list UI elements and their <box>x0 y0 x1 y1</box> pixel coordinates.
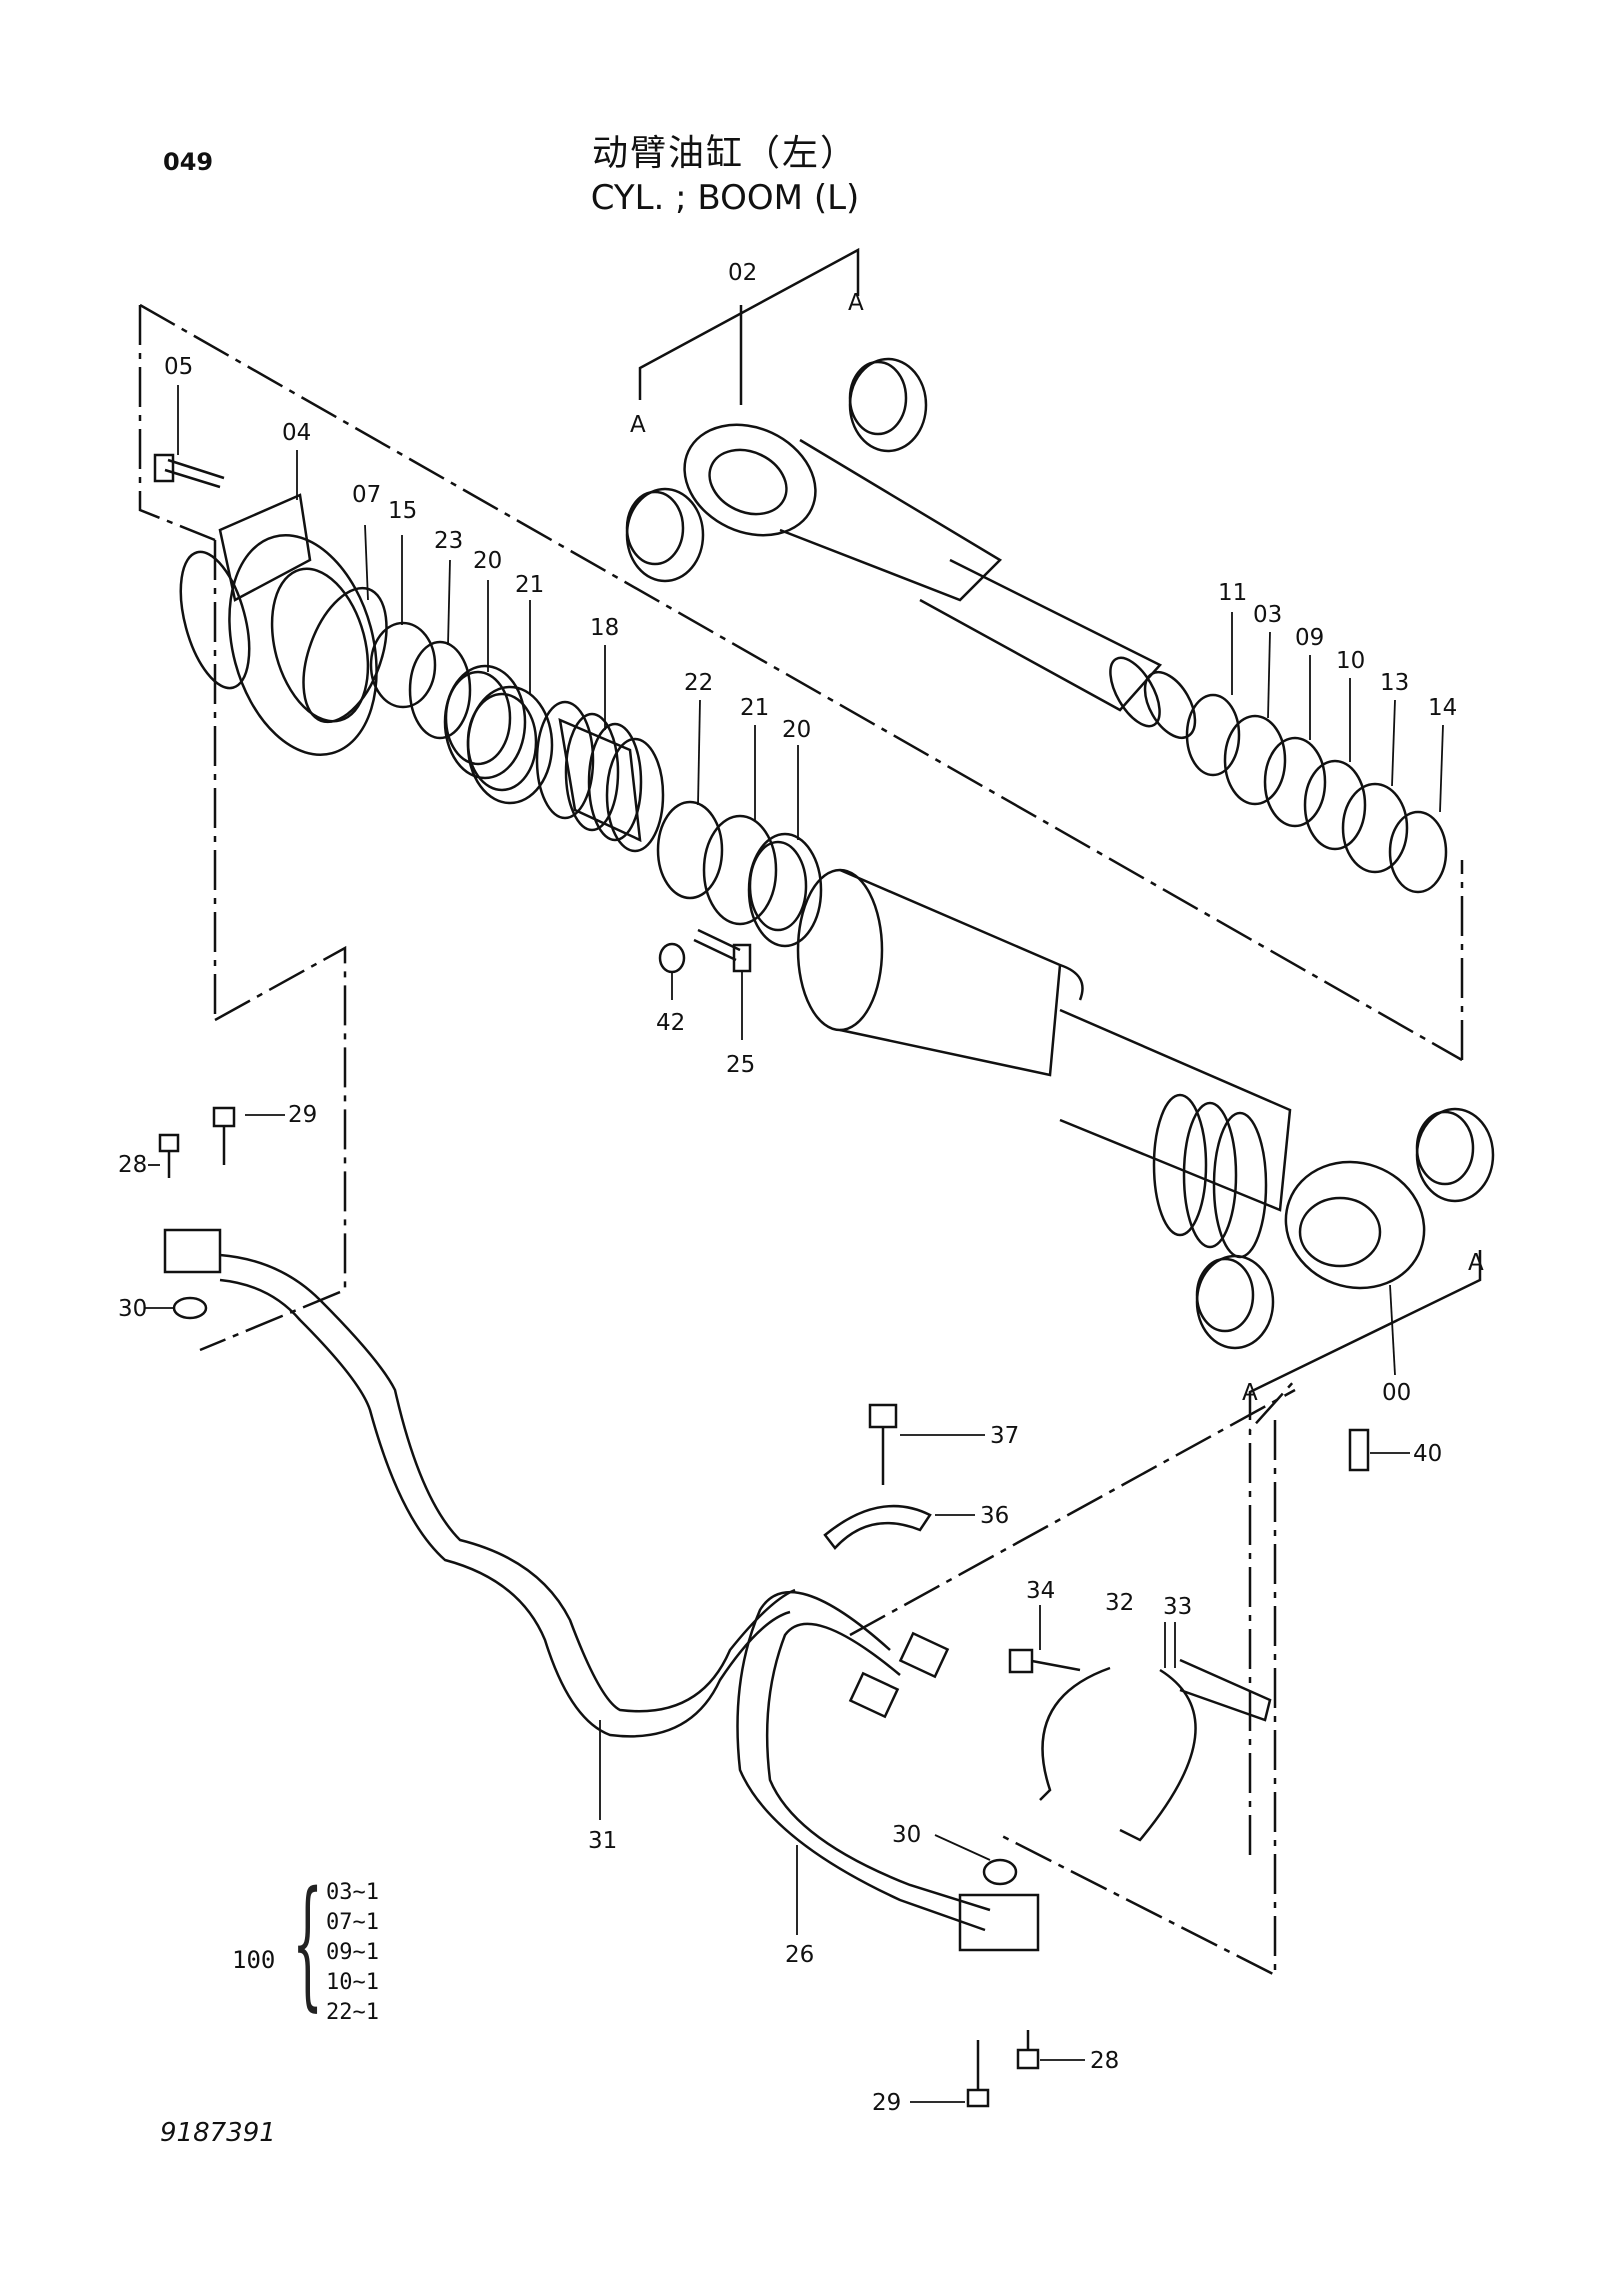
label-part-21b: 21 <box>740 695 769 721</box>
bushing-a-left <box>625 487 705 583</box>
label-ref-a-3: A <box>1468 1250 1484 1276</box>
ring-10 <box>1303 759 1367 851</box>
label-part-09: 09 <box>1295 625 1324 651</box>
o-ring-30-right <box>982 1858 1018 1886</box>
band-clamp-33 <box>1119 1668 1197 1842</box>
label-part-02: 02 <box>728 260 757 286</box>
label-ref-a-4: A <box>1242 1380 1258 1406</box>
label-part-21a: 21 <box>515 572 544 598</box>
label-part-31: 31 <box>588 1828 617 1854</box>
label-part-20b: 20 <box>782 717 811 743</box>
label-part-42: 42 <box>656 1010 685 1036</box>
bushing-15 <box>369 621 437 709</box>
kit-item: 03~1 <box>326 1880 379 1905</box>
label-part-15: 15 <box>388 498 417 524</box>
piston-18 <box>535 700 665 853</box>
assembly-frame-lines <box>138 303 1464 1978</box>
label-part-32: 32 <box>1105 1590 1134 1616</box>
connector-upper <box>898 1631 950 1679</box>
label-part-13: 13 <box>1380 670 1409 696</box>
label-part-20a: 20 <box>473 548 502 574</box>
head-cover <box>179 493 378 756</box>
kit-item: 09~1 <box>326 1940 379 1965</box>
label-part-05: 05 <box>164 354 193 380</box>
wiper-13 <box>1341 782 1409 874</box>
bolt-05 <box>153 453 225 489</box>
connector-lower <box>848 1671 900 1719</box>
label-part-40: 40 <box>1413 1441 1442 1467</box>
label-part-30b: 30 <box>892 1822 921 1848</box>
bushing-a-bottom <box>1195 1254 1275 1350</box>
label-part-33: 33 <box>1163 1594 1192 1620</box>
bolt-29-lower <box>966 2040 990 2108</box>
label-part-03: 03 <box>1253 602 1282 628</box>
kit-brace: { <box>292 1862 324 2025</box>
seal-09 <box>1263 736 1327 828</box>
o-ring-30-left <box>172 1296 208 1320</box>
flange-right <box>958 1893 1040 1952</box>
page-title-en: CYL. ; BOOM (L) <box>590 178 860 218</box>
label-part-29b: 29 <box>872 2090 901 2116</box>
flange-left <box>163 1228 222 1274</box>
bracket-a-bottom <box>1248 1250 1482 1420</box>
label-part-14: 14 <box>1428 695 1457 721</box>
label-part-07: 07 <box>352 482 381 508</box>
pipe-31 <box>219 1253 796 1738</box>
label-part-36: 36 <box>980 1503 1009 1529</box>
page-title-cn: 动臂油缸（左） <box>591 133 858 174</box>
bushing-a-upper <box>848 357 928 453</box>
band-clamp-32 <box>1039 1666 1111 1801</box>
snap-ring-14 <box>1388 810 1448 894</box>
label-part-23: 23 <box>434 528 463 554</box>
bolt-34 <box>1008 1648 1081 1674</box>
ring-22 <box>656 800 724 900</box>
label-part-30a: 30 <box>118 1296 147 1322</box>
label-part-10: 10 <box>1336 648 1365 674</box>
label-part-18: 18 <box>590 615 619 641</box>
rod-eye-assembly <box>683 423 1197 739</box>
label-part-11: 11 <box>1218 580 1247 606</box>
label-part-29a: 29 <box>288 1102 317 1128</box>
bolt-29-upper <box>212 1106 236 1165</box>
bushing-03 <box>1223 714 1287 806</box>
document-code: 9187391 <box>160 2118 276 2148</box>
label-part-34: 34 <box>1026 1578 1055 1604</box>
bracket-a-top <box>638 247 860 405</box>
label-ref-a-1: A <box>848 290 864 316</box>
pipe-26 <box>736 1590 991 1932</box>
kit-item: 22~1 <box>326 2000 379 2025</box>
grease-fitting-40 <box>1348 1428 1370 1472</box>
o-ring-07 <box>302 586 388 724</box>
cylinder-tube <box>796 868 1292 1259</box>
label-part-00: 00 <box>1382 1380 1411 1406</box>
label-part-25: 25 <box>726 1052 755 1078</box>
label-part-22: 22 <box>684 670 713 696</box>
bottom-eye-00 <box>1284 1160 1426 1290</box>
washer-42 <box>658 942 686 974</box>
label-part-37: 37 <box>990 1423 1019 1449</box>
bolt-28-lower <box>1016 2030 1040 2070</box>
kit-item: 10~1 <box>326 1970 379 1995</box>
label-ref-a-2: A <box>630 412 646 438</box>
kit-item: 07~1 <box>326 1910 379 1935</box>
ring-21-right <box>702 814 778 926</box>
label-part-04: 04 <box>282 420 311 446</box>
bolt-28-upper <box>158 1133 180 1178</box>
kit-main-number: 100 <box>232 1946 276 1974</box>
label-part-26: 26 <box>785 1942 814 1968</box>
clamp-36 <box>823 1504 932 1550</box>
label-part-28b: 28 <box>1090 2048 1119 2074</box>
seal-23 <box>408 640 472 740</box>
screw-25 <box>693 928 752 973</box>
page-number: 049 <box>163 148 214 176</box>
bolt-37 <box>868 1403 898 1485</box>
label-part-28a: 28 <box>118 1152 147 1178</box>
bushing-a-right <box>1415 1107 1495 1203</box>
snap-ring-11 <box>1185 693 1241 777</box>
